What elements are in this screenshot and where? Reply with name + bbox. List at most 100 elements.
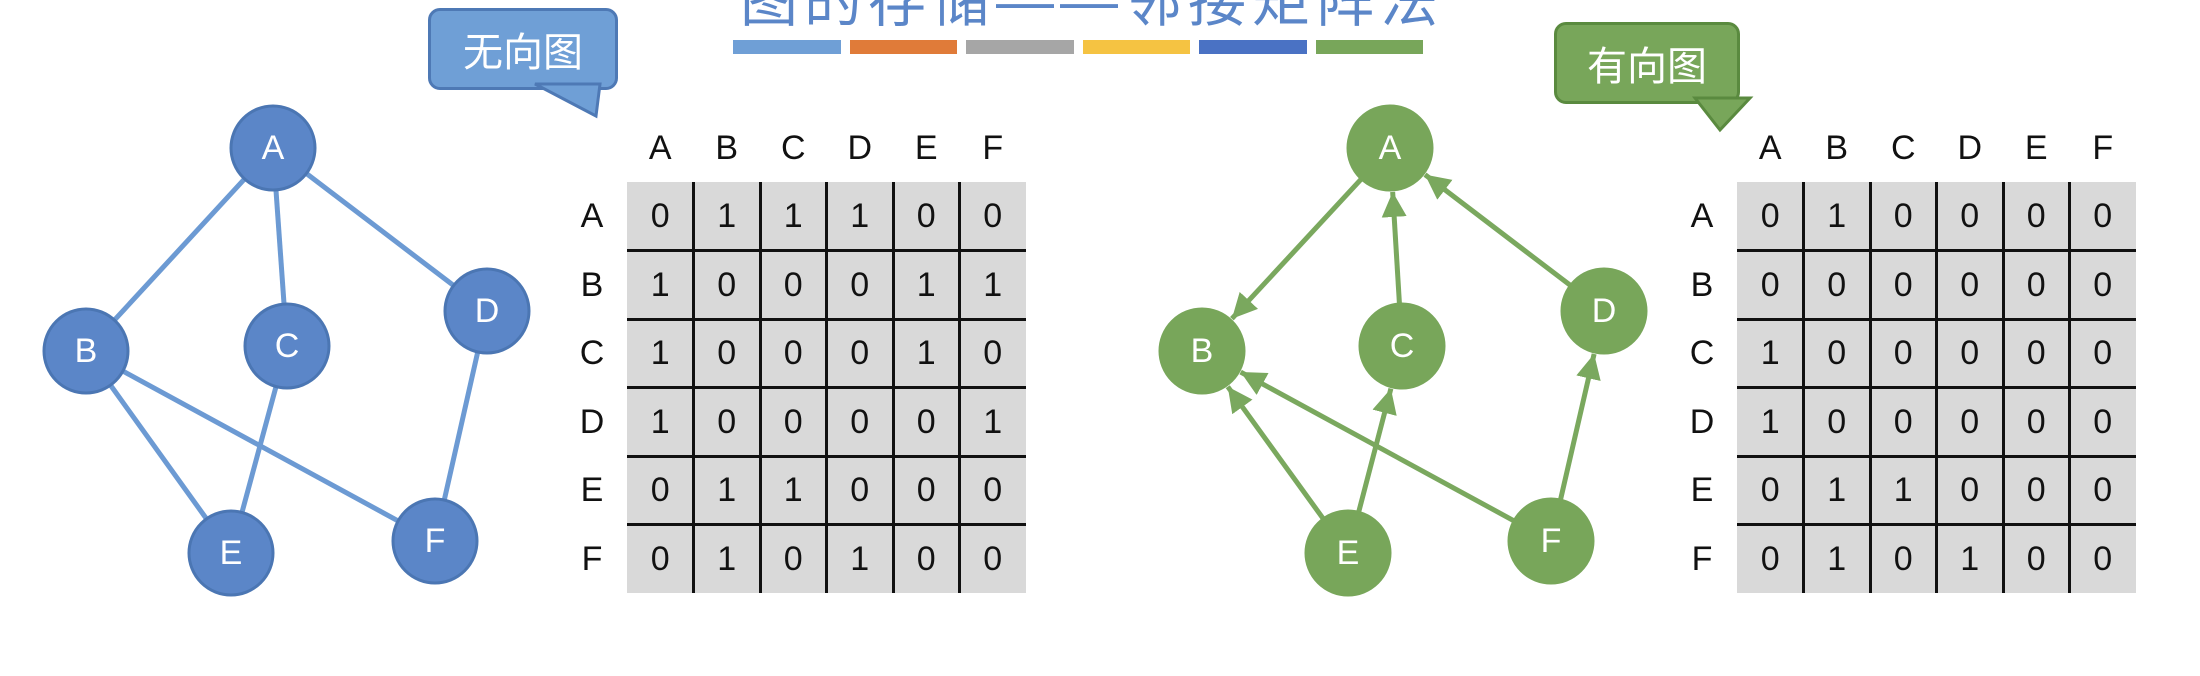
undirected-matrix-cell-ED: 0	[850, 471, 870, 509]
directed-matrix-cell-AD: 0	[1960, 197, 1980, 235]
undirected-node-label-A: A	[262, 129, 285, 167]
undirected-node-B	[42, 307, 130, 395]
directed-matrix-cell-DD: 0	[1960, 402, 1980, 441]
directed-node-A	[1346, 104, 1434, 192]
directed-matrix-col-header-B: B	[1825, 129, 1849, 167]
directed-matrix-cell-CA: 1	[1760, 334, 1780, 372]
title-bar-4	[1082, 40, 1190, 54]
undirected-matrix-col-header-D: D	[847, 129, 873, 167]
undirected-graph-callout-label: 无向图	[463, 30, 583, 76]
directed-edge-C-A	[1381, 191, 1407, 305]
directed-matrix-cell-CF: 0	[2093, 334, 2113, 372]
undirected-matrix-cell-FE: 0	[916, 539, 936, 578]
directed-matrix-col-header-A: A	[1758, 129, 1782, 167]
directed-node-label-F: F	[1541, 522, 1562, 560]
undirected-matrix-cell-DD: 0	[850, 402, 870, 441]
undirected-node-label-E: E	[220, 534, 243, 572]
directed-matrix-cell-DF: 0	[2093, 402, 2113, 441]
directed-node-C	[1358, 302, 1446, 390]
directed-matrix-row-header-E: E	[1690, 471, 1714, 509]
undirected-node-label-C: C	[275, 327, 300, 365]
directed-node-label-E: E	[1337, 534, 1360, 572]
undirected-node-F	[391, 497, 479, 585]
directed-matrix-cell-ED: 0	[1960, 471, 1980, 509]
undirected-node-E	[187, 509, 275, 597]
undirected-matrix-col-header-B: B	[715, 129, 739, 167]
undirected-matrix-row-header-F: F	[581, 539, 603, 578]
undirected-matrix-hline	[627, 454, 1026, 458]
directed-matrix-cell-EC: 1	[1893, 471, 1913, 509]
directed-matrix-cell-BE: 0	[2026, 265, 2046, 304]
directed-matrix-cell-BD: 0	[1960, 265, 1980, 304]
undirected-node-D	[443, 267, 531, 355]
directed-matrix-cell-CB: 0	[1827, 334, 1847, 372]
directed-matrix-cell-FA: 0	[1760, 539, 1780, 578]
title-bar-1	[733, 40, 841, 54]
directed-matrix-cell-EB: 1	[1827, 471, 1847, 509]
undirected-matrix-cell-AB: 1	[717, 197, 737, 235]
page-title: 图的存储——邻接矩阵法	[740, 0, 1445, 34]
undirected-matrix-row-header-D: D	[579, 402, 605, 441]
undirected-matrix-cell-EA: 0	[650, 471, 670, 509]
undirected-matrix-cell-DE: 0	[916, 402, 936, 441]
undirected-matrix-cell-EB: 1	[717, 471, 737, 509]
undirected-matrix-cell-DB: 0	[717, 402, 737, 441]
undirected-matrix-cell-DF: 1	[983, 402, 1003, 441]
directed-matrix-cell-EA: 0	[1760, 471, 1780, 509]
undirected-matrix-cell-AE: 0	[916, 197, 936, 235]
directed-matrix-cell-FF: 0	[2093, 539, 2113, 578]
directed-node-D	[1560, 267, 1648, 355]
directed-graph-callout-label: 有向图	[1587, 44, 1707, 90]
undirected-matrix-cell-FB: 1	[717, 539, 737, 578]
undirected-matrix-cell-CF: 0	[983, 334, 1003, 372]
undirected-matrix-cell-BF: 1	[983, 265, 1003, 304]
undirected-edge-B-E	[108, 383, 209, 521]
undirected-matrix-col-header-E: E	[914, 129, 938, 167]
undirected-matrix-cell-AC: 1	[783, 197, 803, 235]
undirected-matrix-cell-FF: 0	[983, 539, 1003, 578]
directed-matrix-cell-EF: 0	[2093, 471, 2113, 509]
directed-matrix-cell-FB: 1	[1827, 539, 1847, 578]
undirected-matrix-cell-FA: 0	[650, 539, 670, 578]
directed-node-label-C: C	[1390, 327, 1415, 365]
directed-matrix-col-header-E: E	[2024, 129, 2048, 167]
directed-node-label-B: B	[1191, 332, 1214, 370]
undirected-matrix-row-header-A: A	[580, 197, 604, 235]
undirected-matrix-cell-BD: 0	[850, 265, 870, 304]
directed-matrix-cell-DC: 0	[1893, 402, 1913, 441]
directed-matrix-col-header-C: C	[1890, 129, 1916, 167]
directed-matrix-row-header-D: D	[1689, 402, 1715, 441]
directed-matrix-cell-CE: 0	[2026, 334, 2046, 372]
directed-matrix-cell-CD: 0	[1960, 334, 1980, 372]
directed-node-F	[1507, 497, 1595, 585]
directed-matrix-col-header-D: D	[1957, 129, 1983, 167]
directed-matrix-col-header-F: F	[2092, 129, 2114, 167]
directed-matrix-cell-BF: 0	[2093, 265, 2113, 304]
undirected-matrix-cell-BB: 0	[717, 265, 737, 304]
directed-matrix-cell-DE: 0	[2026, 402, 2046, 441]
undirected-matrix-cell-DA: 1	[650, 402, 670, 441]
undirected-matrix-vline	[958, 182, 961, 593]
undirected-matrix-cell-CC: 0	[783, 334, 803, 372]
undirected-matrix-cell-AA: 0	[650, 197, 670, 235]
directed-edge-D-A	[1423, 172, 1573, 288]
directed-matrix-cell-DA: 1	[1760, 402, 1780, 441]
directed-node-label-A: A	[1379, 129, 1402, 167]
undirected-matrix-cell-CE: 1	[916, 334, 936, 372]
undirected-matrix-cell-FC: 0	[783, 539, 803, 578]
undirected-matrix-cell-FD: 1	[850, 539, 870, 578]
directed-matrix-cell-EE: 0	[2026, 471, 2046, 509]
undirected-node-C	[243, 302, 331, 390]
directed-matrix-cell-AB: 1	[1827, 197, 1847, 235]
undirected-matrix-cell-AD: 1	[850, 197, 870, 235]
undirected-matrix-cell-CB: 0	[717, 334, 737, 372]
directed-matrix-hline	[1737, 454, 2136, 458]
directed-matrix-cell-AF: 0	[2093, 197, 2113, 235]
title-bar-5	[1199, 40, 1307, 54]
directed-matrix-cell-FC: 0	[1893, 539, 1913, 578]
undirected-node-label-D: D	[475, 292, 500, 330]
directed-matrix-cell-AE: 0	[2026, 197, 2046, 235]
